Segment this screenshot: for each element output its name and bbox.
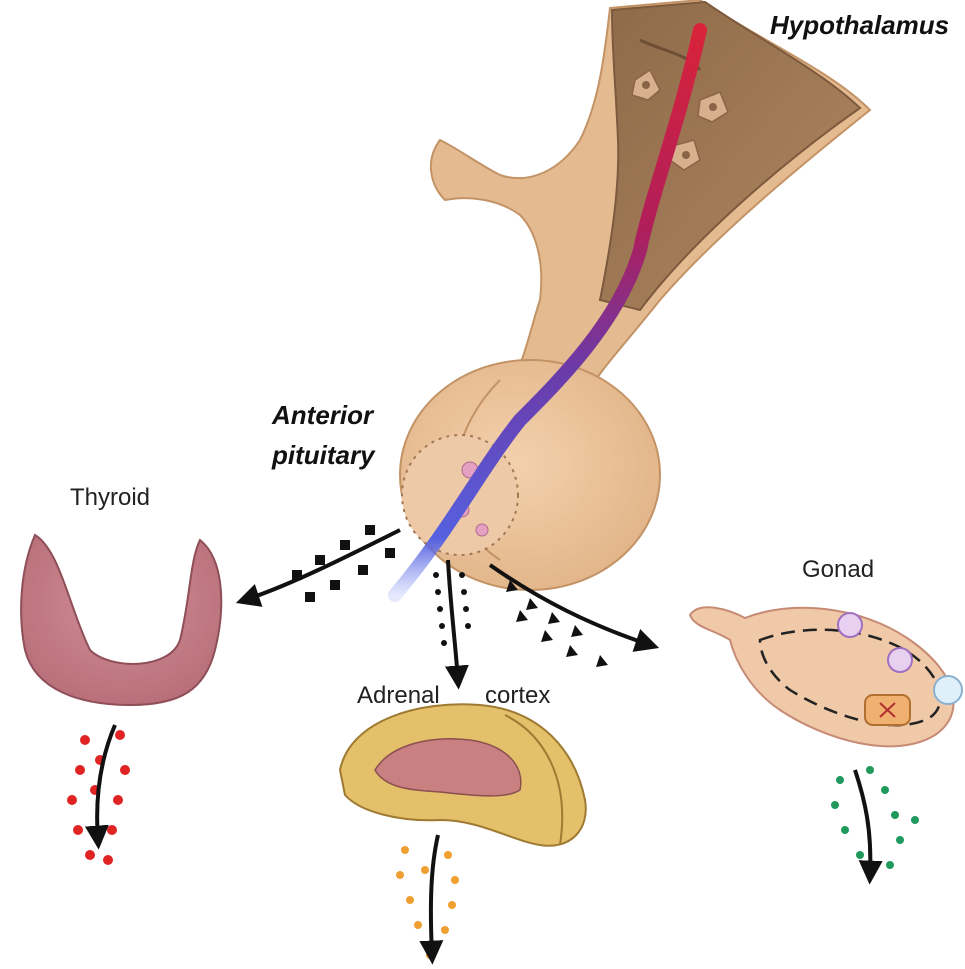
- gonad-illustration: [690, 607, 962, 746]
- thyroid-illustration: [21, 535, 221, 705]
- gonad-output-arrow: [855, 770, 870, 875]
- label-thyroid: Thyroid: [70, 484, 150, 512]
- trophic-arrow-adrenal: [433, 560, 471, 680]
- label-gonad: Gonad: [802, 556, 874, 584]
- label-pituitary: pituitary: [272, 440, 375, 471]
- adrenal-illustration: [340, 704, 586, 846]
- trophic-arrow-thyroid: [245, 525, 400, 602]
- thyroid-output-arrow: [97, 725, 115, 840]
- label-anterior: Anterior: [272, 400, 373, 431]
- adrenal-hormone-dots: [396, 846, 459, 959]
- pituitary-gland: [400, 360, 660, 590]
- adrenal-output-arrow: [431, 835, 438, 955]
- gonad-hormone-dots: [831, 766, 919, 869]
- label-hypothalamus: Hypothalamus: [770, 10, 949, 41]
- label-adrenal: Adrenal: [357, 682, 440, 710]
- label-cortex: cortex: [485, 682, 550, 710]
